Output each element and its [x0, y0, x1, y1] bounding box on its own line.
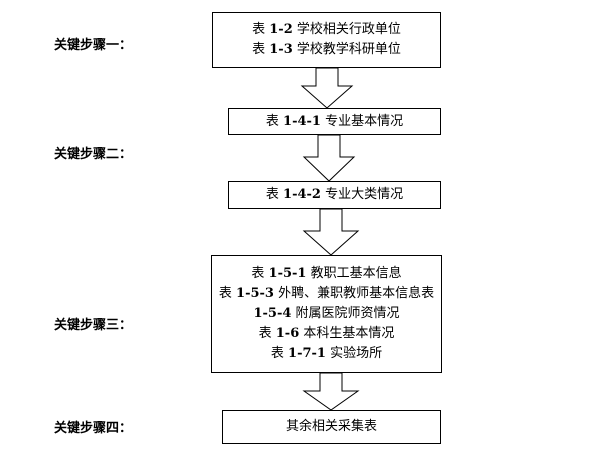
step-label-4: 关键步骤四：	[54, 421, 133, 436]
flow-arrow-2	[302, 134, 356, 182]
step-label-1: 关键步骤一：	[54, 38, 133, 53]
box4-line-5: 表 1-7-1 实验场所	[270, 346, 383, 361]
flow-arrow-1	[300, 67, 354, 109]
step-label-2: 关键步骤二：	[54, 147, 133, 162]
box3-line-1-code: 1-4-2	[283, 187, 321, 202]
box4-line-1: 表 1-5-1 教职工基本信息	[251, 266, 402, 281]
box1-line-1-code: 1-2	[269, 22, 293, 37]
step-label-3: 关键步骤三：	[54, 318, 133, 333]
box1-line-1: 表 1-2 学校相关行政单位	[252, 22, 401, 37]
box2-line-1-code: 1-4-1	[283, 113, 321, 129]
box4-line-2: 表 1-5-3 外聘、兼职教师基本信息表	[218, 286, 435, 301]
box-step2-table-1: 表 1-4-1 专业基本情况	[228, 108, 441, 135]
box-step3-tables: 表 1-5-1 教职工基本信息 表 1-5-3 外聘、兼职教师基本信息表 1-5…	[211, 255, 442, 373]
box-step2-table-2: 表 1-4-2 专业大类情况	[228, 181, 441, 209]
box5-line-1: 其余相关采集表	[285, 419, 377, 434]
box4-line-4-code: 1-6	[275, 326, 300, 341]
box4-line-4: 表 1-6 本科生基本情况	[258, 326, 395, 341]
box-step4-other-tables: 其余相关采集表	[222, 410, 441, 444]
box4-line-5-code: 1-7-1	[288, 346, 326, 361]
flow-arrow-4	[302, 372, 360, 411]
box4-line-1-code: 1-5-1	[268, 266, 307, 281]
box4-line-3-code: 1-5-4	[253, 306, 292, 321]
box3-line-1: 表 1-4-2 专业大类情况	[265, 187, 404, 202]
box1-line-2: 表 1-3 学校教学科研单位	[252, 42, 401, 57]
box4-line-3: 1-5-4 附属医院师资情况	[253, 306, 400, 321]
box4-line-2-code: 1-5-3	[236, 286, 274, 301]
flow-arrow-3	[302, 208, 360, 256]
box2-line-1: 表 1-4-1 专业基本情况	[265, 113, 404, 129]
box1-line-2-code: 1-3	[269, 42, 293, 57]
box-step1-tables: 表 1-2 学校相关行政单位 表 1-3 学校教学科研单位	[212, 12, 441, 68]
